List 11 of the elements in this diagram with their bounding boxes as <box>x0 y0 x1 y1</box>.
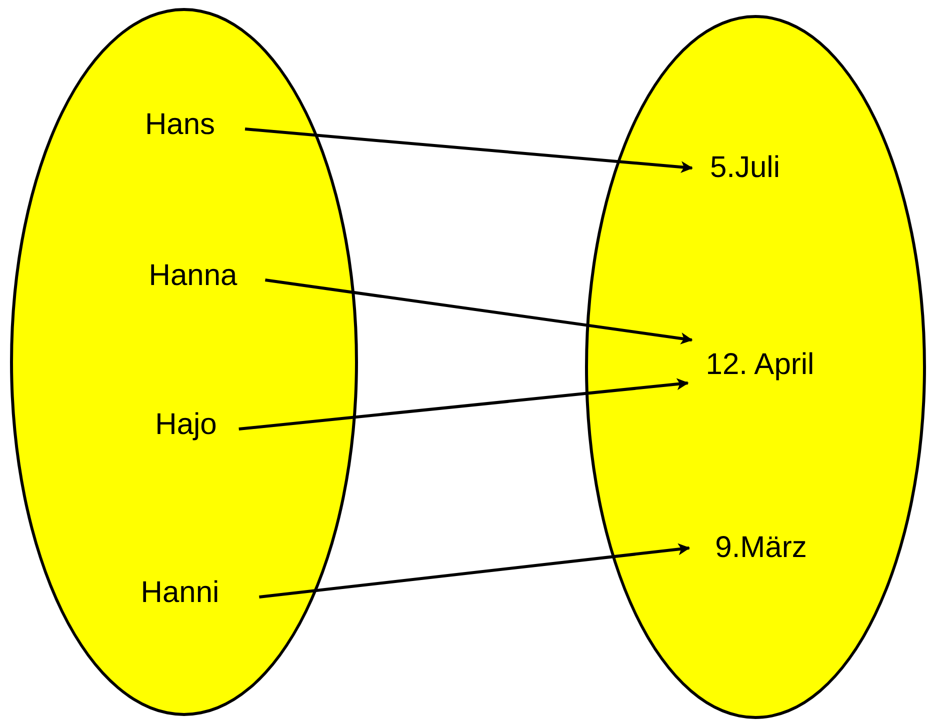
node-label: 5.Juli <box>710 151 780 185</box>
node-label: 12. April <box>706 348 814 382</box>
arrow <box>259 543 690 598</box>
arrow <box>244 128 693 174</box>
arrow <box>238 378 689 430</box>
node-label: 9.März <box>715 531 807 565</box>
node-label: Hans <box>144 108 216 142</box>
node-label: Hanna <box>148 259 238 293</box>
node-label: Hanni <box>140 576 220 610</box>
arrow <box>265 278 693 344</box>
node-label: Hajo <box>155 408 217 442</box>
